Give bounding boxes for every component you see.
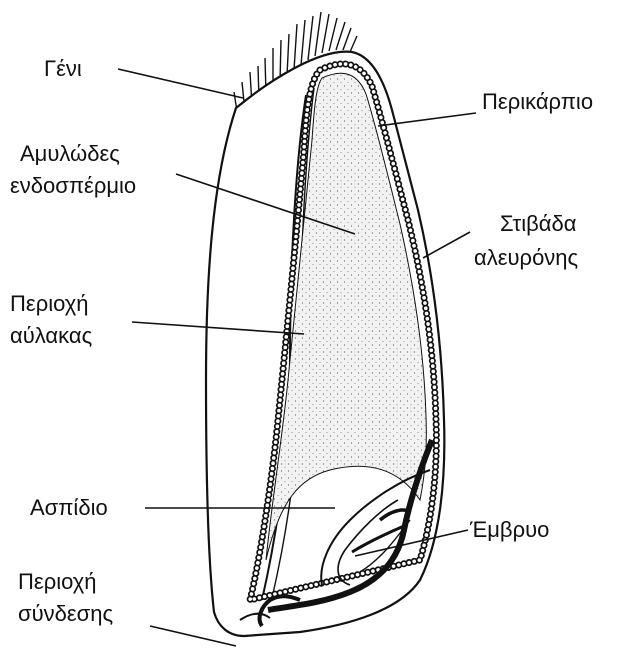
leader-aleurone: [423, 232, 470, 258]
leader-geni: [118, 69, 243, 98]
label-scutellum: Ασπίδιο: [30, 494, 108, 522]
label-groove-line2: αύλακας: [10, 322, 92, 350]
label-pericarp: Περικάρπιο: [482, 88, 593, 116]
label-endosperm-line2: ενδοσπέρμιο: [10, 172, 136, 200]
label-geni: Γένι: [44, 55, 82, 83]
label-aleurone-line2: αλευρόνης: [474, 244, 578, 272]
label-endosperm-line1: Αμυλώδες: [20, 140, 120, 168]
label-aleurone-line1: Στιβάδα: [500, 210, 576, 238]
label-attachment-line1: Περιοχή: [18, 568, 97, 596]
label-groove-line1: Περιοχή: [10, 290, 89, 318]
label-embryo: Έμβρυο: [470, 516, 549, 544]
label-attachment-line2: σύνδεσης: [18, 600, 113, 628]
